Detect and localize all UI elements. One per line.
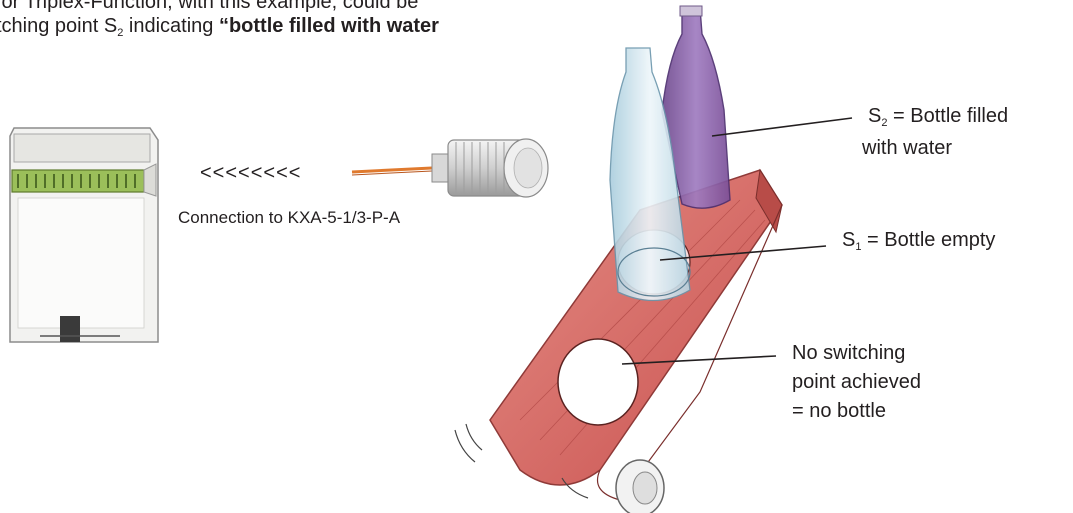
s2-label: S2 = Bottle filled [868,106,1008,129]
no-switching-line-3: = no bottle [792,401,886,421]
connection-label: Connection to KXA-5-1/3-P-A [178,209,400,226]
s1-symbol: S [842,229,855,251]
s2-symbol: S [868,105,881,127]
intro-line-2-bold: “bottle filled with water [219,15,439,37]
s2-text: = Bottle filled [887,105,1008,127]
sensor-icon [352,139,548,197]
intro-line-2-mid: indicating [123,15,219,37]
intro-line-2-prefix: tching point S [0,15,117,37]
s1-text: = Bottle empty [861,229,995,251]
intro-line-1-text: for Triplex-Function, with this example,… [0,0,418,13]
no-switching-line-1: No switching [792,343,905,363]
relay-module-icon [10,128,158,342]
s1-label: S1 = Bottle empty [842,230,995,253]
intro-line-2: tching point S2 indicating “bottle fille… [0,16,439,39]
no-switching-line-2: point achieved [792,372,921,392]
connection-arrows: <<<<<<<< [200,163,301,183]
s2-label-line-2: with water [862,138,952,158]
intro-line-1: for Triplex-Function, with this example,… [0,0,418,12]
s2-leader-line [712,118,852,136]
